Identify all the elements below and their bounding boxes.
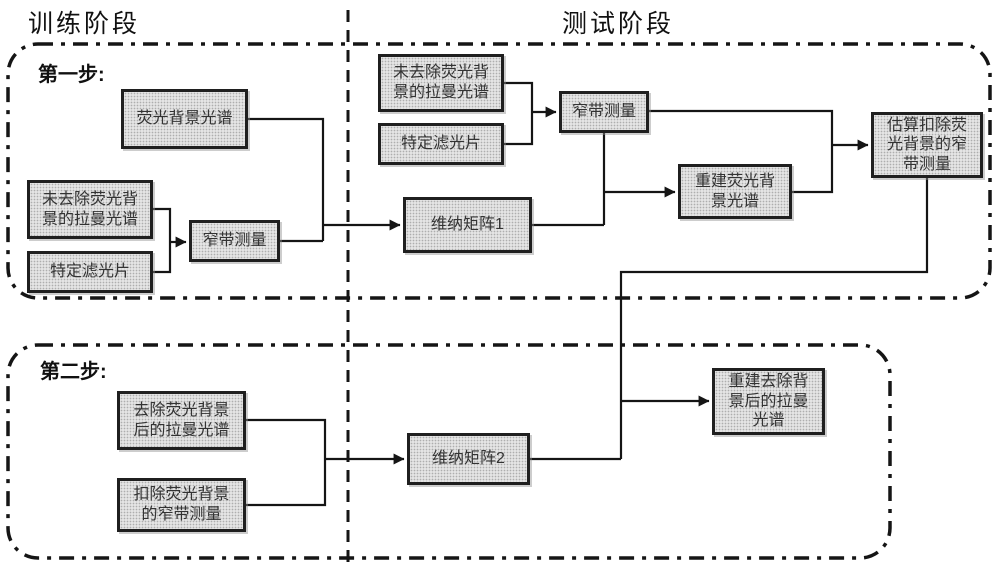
box-estimated-background-subtracted-narrowband: 估算扣除荧 光背景的窄 带测量 (871, 112, 983, 178)
step2-label: 第二步: (40, 361, 107, 383)
box-background-subtracted-narrowband: 扣除荧光背景 的窄带测量 (117, 478, 246, 532)
estimate-to-step2-routing-line (530, 178, 929, 461)
box-train-specific-filter: 特定滤光片 (27, 251, 153, 293)
box-test-specific-filter: 特定滤光片 (378, 123, 504, 165)
step1-container-border (6, 42, 992, 300)
testing-phase-header: 测试阶段 (562, 10, 675, 38)
box-fluorescence-background-spectrum: 荧光背景光谱 (121, 89, 248, 149)
training-phase-header: 训练阶段 (28, 10, 141, 38)
test-narrowband-right-merge-line (649, 109, 834, 194)
step2-container-border (6, 343, 892, 560)
box-wiener-matrix-1: 维纳矩阵1 (403, 197, 532, 253)
box-train-raw-raman-spectrum: 未去除荧光背 景的拉曼光谱 (27, 180, 153, 239)
test-narrowband-down-merge-line (532, 133, 606, 227)
step1-label: 第一步: (38, 64, 105, 86)
box-reconstructed-background-free-raman: 重建去除背 景后的拉曼 光谱 (712, 368, 825, 435)
test-inputs-merge-line (504, 81, 534, 146)
box-reconstructed-fluorescence-background: 重建荧光背 景光谱 (678, 164, 792, 219)
box-test-raw-raman-spectrum: 未去除荧光背 景的拉曼光谱 (378, 54, 504, 112)
step2-inputs-merge-line (246, 418, 327, 507)
box-test-narrowband-measurement: 窄带测量 (559, 91, 649, 133)
box-wiener-matrix-2: 维纳矩阵2 (407, 433, 530, 485)
box-train-narrowband-measurement: 窄带测量 (189, 220, 280, 262)
train-fluorescence-merge-line (248, 117, 325, 243)
box-background-free-raman-spectrum: 去除荧光背景 后的拉曼光谱 (117, 391, 246, 450)
train-inputs-merge-line (153, 207, 172, 274)
